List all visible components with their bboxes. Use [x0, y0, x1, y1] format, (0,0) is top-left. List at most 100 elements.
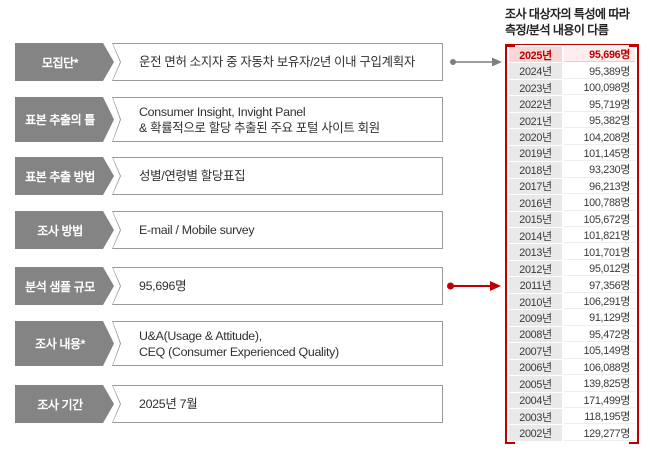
table-corner-tick-top-right: [629, 44, 639, 47]
population-to-table-arrow: [450, 57, 502, 67]
sample-count-cell: 100,788명: [564, 195, 635, 211]
methodology-label-text: 모집단*: [41, 55, 79, 70]
sample-count-cell: 105,672명: [564, 211, 635, 227]
sample-count-cell: 91,129명: [564, 310, 635, 326]
year-cell: 2002년: [509, 425, 562, 441]
methodology-value-box-fill: [113, 158, 442, 194]
sample-count-cell: 96,213명: [564, 178, 635, 195]
methodology-label: 표본 추출의 틀: [15, 97, 114, 142]
methodology-value-box-fill: [113, 322, 442, 365]
sample-count-cell: 106,291명: [564, 293, 635, 310]
methodology-value-line: E-mail / Mobile survey: [139, 223, 255, 237]
methodology-label: 모집단*: [15, 43, 114, 81]
year-cell: 2015년: [509, 211, 562, 227]
year-cell: 2019년: [509, 145, 562, 162]
sample-count-cell: 100,098명: [564, 79, 635, 96]
methodology-value-line: CEQ (Consumer Experienced Quality): [139, 344, 339, 359]
methodology-value-line: 성별/연령별 할당표집: [139, 169, 246, 183]
sample-count-cell: 97,356명: [564, 277, 635, 293]
sample-count-cell: 95,389명: [564, 63, 635, 79]
sample-count-cell: 95,696명: [564, 47, 635, 63]
sample-count-cell: 139,825명: [564, 376, 635, 392]
sample-count-cell: 95,472명: [564, 326, 635, 343]
year-cell: 2020년: [509, 129, 562, 145]
table-note: 조사 대상자의 특성에 따라 측정/분석 내용이 다름: [505, 7, 650, 38]
methodology-value-text: 운전 면허 소지자 중 자동차 보유자/2년 이내 구입계획자: [139, 43, 439, 81]
year-cell: 2023년: [509, 79, 562, 96]
methodology-value-line: U&A(Usage & Attitude),: [139, 328, 262, 343]
year-cell: 2014년: [509, 227, 562, 244]
methodology-value-line: 95,696명: [139, 279, 187, 293]
methodology-label-text: 표본 추출의 틀: [25, 113, 95, 127]
methodology-label-text: 조사 방법: [37, 223, 83, 238]
methodology-value-box-fill: [113, 98, 442, 141]
year-cell: 2004년: [509, 392, 562, 408]
methodology-label: 조사 내용*: [15, 321, 114, 366]
year-cell: 2024년: [509, 63, 562, 79]
sample-size-to-table-arrow: [447, 281, 501, 291]
methodology-row: 분석 샘플 규모 95,696명: [15, 267, 443, 305]
methodology-row: 모집단* 운전 면허 소지자 중 자동차 보유자/2년 이내 구입계획자: [15, 43, 443, 81]
sample-count-cell: 101,821명: [564, 227, 635, 244]
methodology-value-text: Consumer Insight, Invight Panel& 확률적으로 할…: [139, 97, 439, 142]
methodology-value-text: 2025년 7월: [139, 385, 439, 423]
methodology-value-box-fill: [113, 212, 442, 248]
methodology-value-line: & 확률적으로 할당 추출된 주요 포털 사이트 회원: [139, 120, 380, 135]
sample-count-cell: 171,499명: [564, 392, 635, 408]
methodology-value-box-fill: [113, 268, 442, 304]
sample-count-cell: 93,230명: [564, 162, 635, 178]
year-cell: 2025년: [509, 47, 562, 63]
table-corner-tick-top-left: [505, 44, 515, 47]
methodology-value-text: 95,696명: [139, 267, 439, 305]
sample-count-cell: 105,149명: [564, 343, 635, 359]
methodology-value-box: Consumer Insight, Invight Panel& 확률적으로 할…: [112, 97, 443, 142]
year-cell: 2021년: [509, 112, 562, 129]
methodology-row: 조사 방법 E-mail / Mobile survey: [15, 211, 443, 249]
year-cell: 2009년: [509, 310, 562, 326]
methodology-label: 조사 방법: [15, 211, 114, 249]
table-note-line2: 측정/분석 내용이 다름: [505, 22, 609, 37]
year-cell: 2011년: [509, 277, 562, 293]
methodology-value-box: E-mail / Mobile survey: [112, 211, 443, 249]
methodology-row: 표본 추출의 틀 Consumer Insight, Invight Panel&…: [15, 97, 443, 142]
year-cell: 2003년: [509, 408, 562, 425]
year-cell: 2005년: [509, 376, 562, 392]
methodology-value-text: U&A(Usage & Attitude),CEQ (Consumer Expe…: [139, 321, 439, 366]
sample-count-cell: 106,088명: [564, 359, 635, 376]
methodology-value-box: 2025년 7월: [112, 385, 443, 423]
sample-count-cell: 101,701명: [564, 244, 635, 260]
methodology-value-line: 2025년 7월: [139, 397, 198, 411]
sample-count-cell: 95,382명: [564, 112, 635, 129]
year-cell: 2018년: [509, 162, 562, 178]
methodology-value-box: 성별/연령별 할당표집: [112, 157, 443, 195]
table-note-line1: 조사 대상자의 특성에 따라: [505, 7, 630, 21]
methodology-value-text: 성별/연령별 할당표집: [139, 157, 439, 195]
sample-count-cell: 95,012명: [564, 260, 635, 277]
methodology-value-text: E-mail / Mobile survey: [139, 211, 439, 249]
sample-count-cell: 101,145명: [564, 145, 635, 162]
methodology-label-text: 조사 기간: [37, 397, 83, 412]
methodology-label-text: 분석 샘플 규모: [25, 279, 95, 294]
